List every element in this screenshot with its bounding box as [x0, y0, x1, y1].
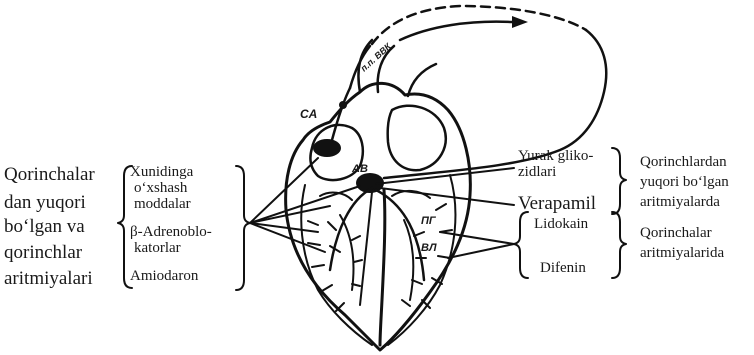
- drug-difenin: Difenin: [540, 260, 586, 276]
- drug-beta-line-2: katorlar: [134, 240, 181, 256]
- right-lower-open-brace: [514, 212, 528, 278]
- right-upper-pointer-lines: [376, 168, 514, 205]
- drug-lidokain: Lidokain: [534, 216, 589, 232]
- sa-label: CA: [300, 107, 317, 121]
- left-heading-line-3: bo‘lgan va: [4, 216, 85, 237]
- right-lower-heading-line-2: aritmiyalarida: [640, 245, 724, 261]
- right-upper-brace: [612, 148, 626, 214]
- right-upper-heading-line-2: yuqori bo‘lgan: [640, 174, 729, 190]
- left-pointer-lines: [250, 158, 360, 252]
- vl-label: ВЛ: [421, 242, 437, 254]
- av-label: AB: [351, 163, 368, 175]
- left-heading-line-5: aritmiyalari: [4, 268, 93, 289]
- sa-node: [313, 139, 341, 157]
- right-upper-group: Yurak gliko- zidlari Verapamil Qorinchla…: [376, 148, 729, 214]
- drug-beta-line-1: β-Adrenoblo-: [130, 224, 212, 240]
- right-lower-heading-line-1: Qorinchalar: [640, 225, 712, 241]
- drug-xunidinga-line-2: o‘xshash: [134, 180, 188, 196]
- left-heading-line-1: Qorinchalar: [4, 164, 95, 185]
- pg-label: ПГ: [421, 215, 437, 227]
- left-heading-line-2: dan yuqori: [4, 192, 86, 213]
- heart-illustration: [286, 6, 607, 350]
- right-upper-heading-line-1: Qorinchlardan: [640, 154, 727, 170]
- drug-glikozid-line-1: Yurak gliko-: [518, 148, 593, 164]
- drug-xunidinga-line-1: Xunidinga: [130, 164, 194, 180]
- left-drugs-closing-brace: [236, 166, 250, 290]
- drug-xunidinga-line-3: moddalar: [134, 196, 191, 212]
- left-heading-line-4: qorinchlar: [4, 242, 83, 263]
- drug-amiodaron: Amiodaron: [130, 268, 199, 284]
- drug-glikozid-line-2: zidlari: [518, 164, 556, 180]
- right-upper-heading-line-3: aritmiyalarda: [640, 194, 720, 210]
- right-lower-close-brace: [612, 212, 626, 278]
- drug-verapamil: Verapamil: [518, 193, 596, 214]
- right-lower-group: Lidokain Difenin Qorinchalar aritmiyalar…: [440, 212, 724, 278]
